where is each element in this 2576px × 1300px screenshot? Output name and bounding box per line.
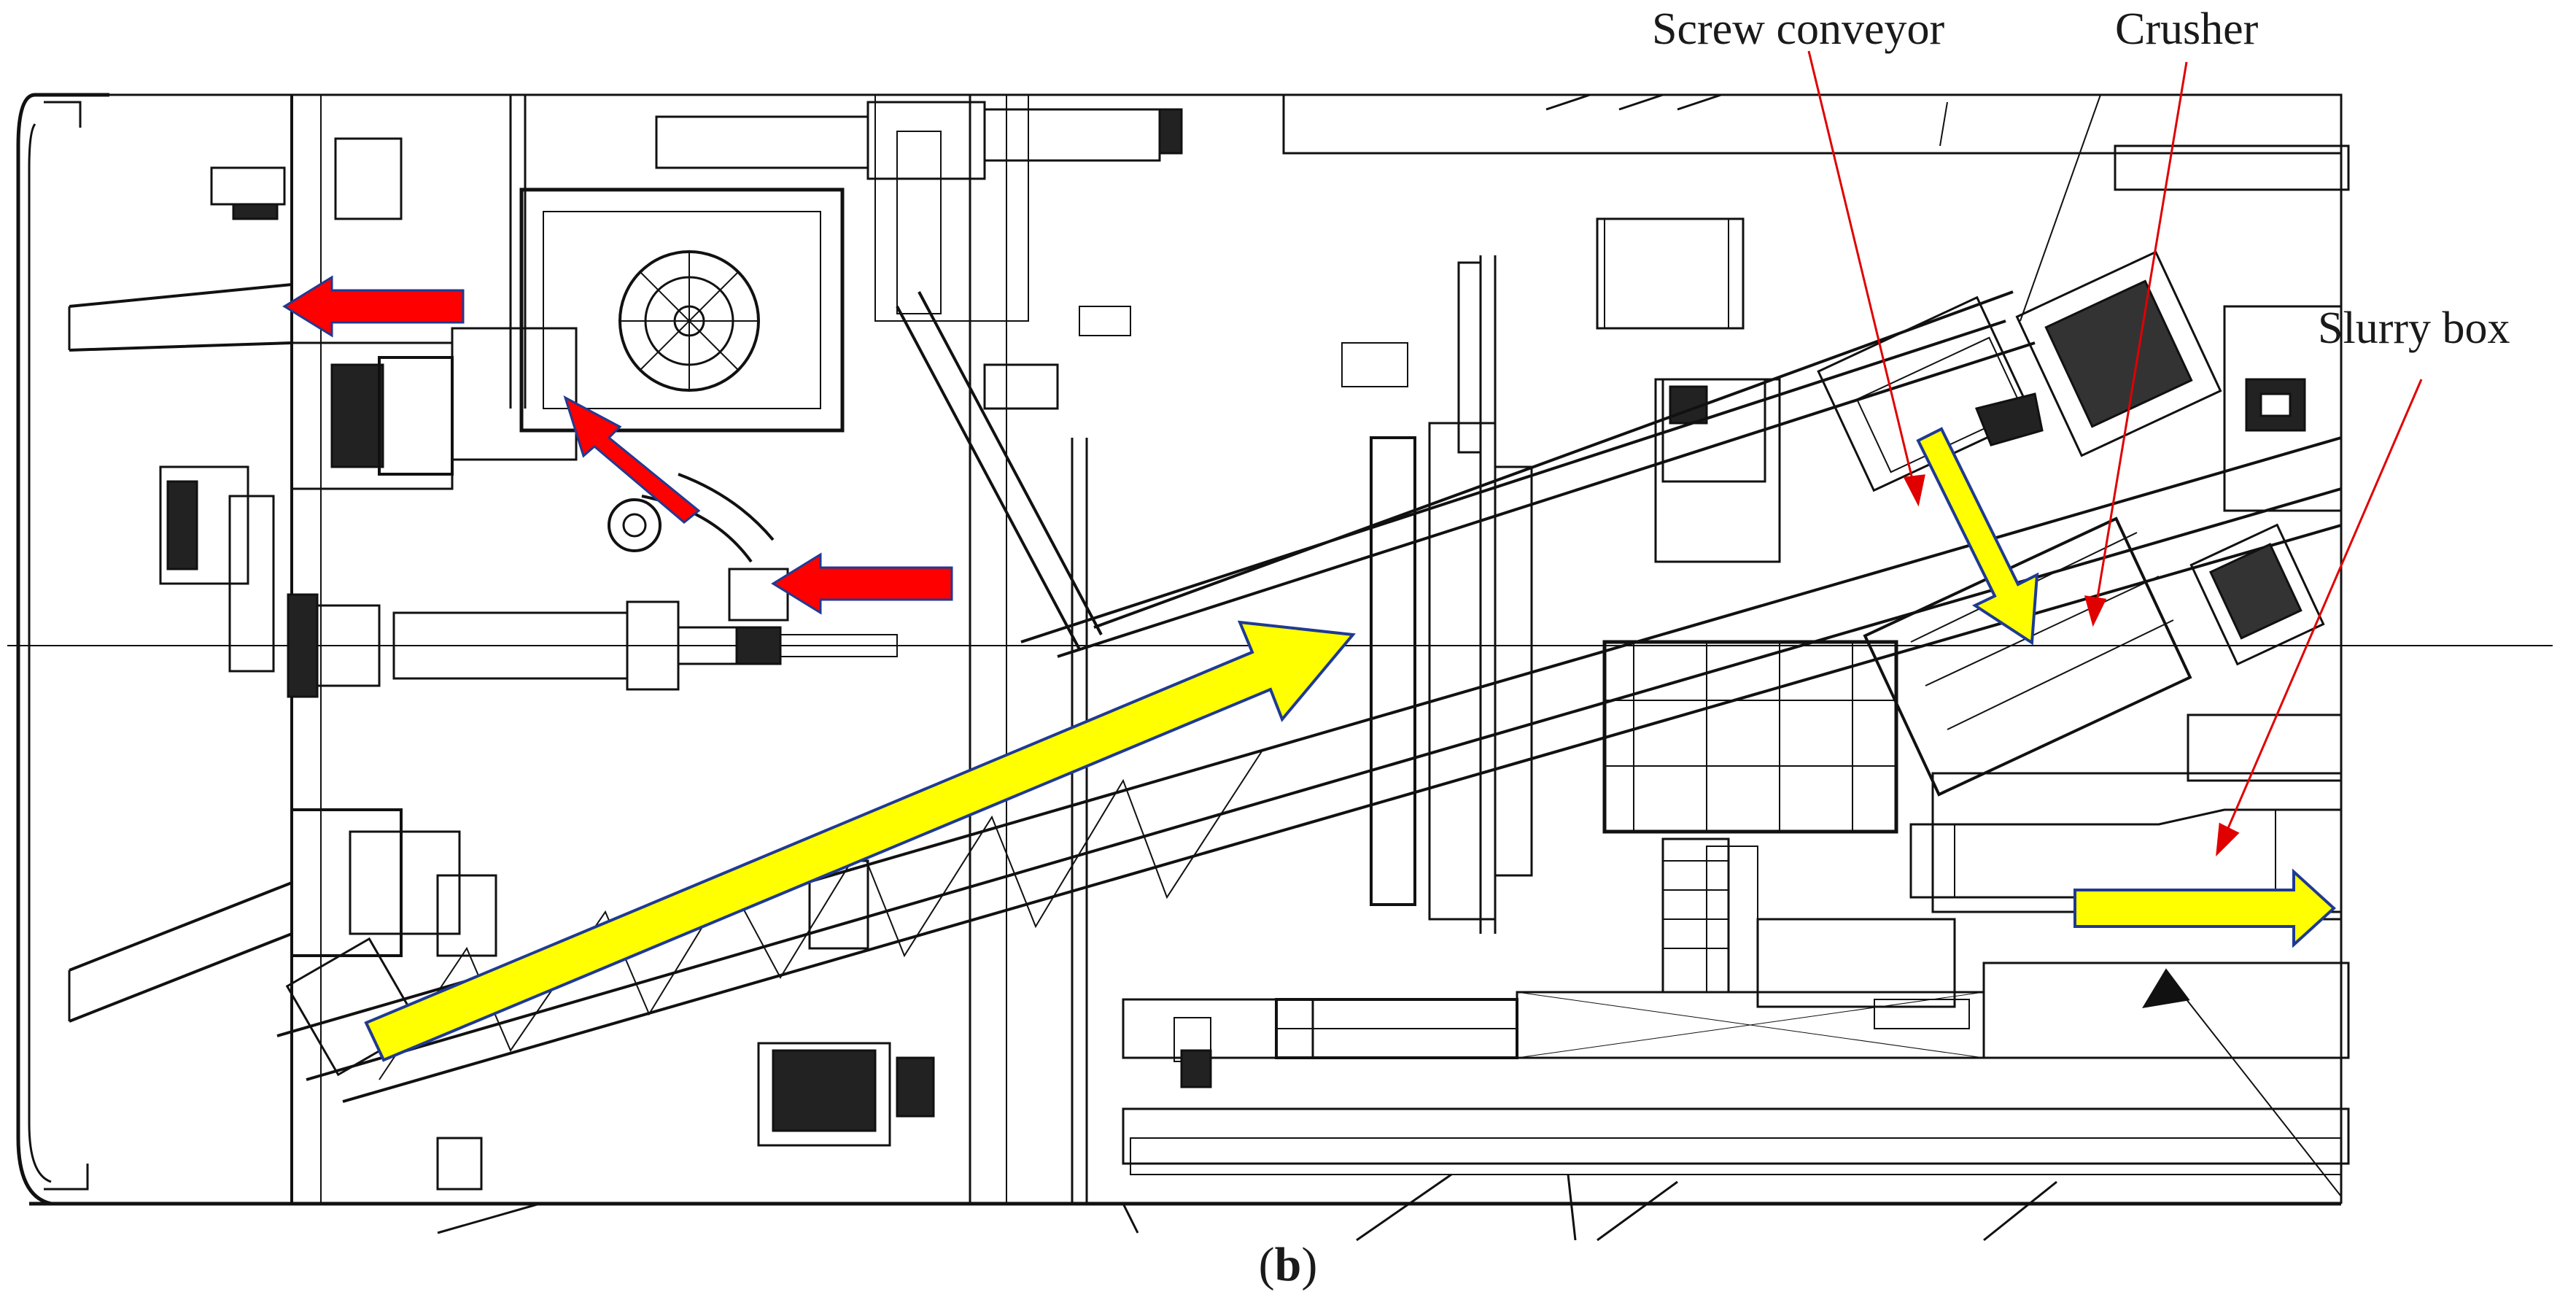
leader-slurry-box — [2216, 379, 2423, 854]
figure-caption: (b) — [1259, 1238, 1318, 1291]
shield-front-outline — [16, 93, 109, 1206]
belt-conveyor-lines — [276, 436, 2342, 1103]
label-slurry-box: Slurry box — [2318, 303, 2510, 353]
flow-arrow-screw-conveyor — [1916, 427, 2039, 646]
caption-letter: b — [1275, 1238, 1302, 1291]
flow-arrow-red-right — [771, 552, 953, 615]
leader-screw-conveyor-head — [1903, 474, 1925, 507]
flow-arrow-slurry-discharge — [2073, 868, 2336, 948]
leader-screw-conveyor — [1807, 50, 1920, 504]
machine-drawing — [7, 93, 2553, 1242]
leader-crusher-head — [2084, 595, 2107, 627]
flow-arrow-belt-conveyor — [364, 620, 1356, 1062]
label-crusher: Crusher — [2115, 4, 2259, 54]
leader-slurry-box-head — [2216, 822, 2240, 857]
caption-close-paren: ) — [1301, 1238, 1317, 1291]
flow-arrow-red-top — [282, 275, 465, 338]
leader-crusher — [2092, 61, 2188, 624]
material-flow-arrows — [282, 275, 2336, 1062]
screw-conveyor-lines — [1020, 290, 2036, 658]
caption-open-paren: ( — [1259, 1238, 1275, 1291]
label-screw-conveyor: Screw conveyor — [1652, 4, 1944, 54]
callout-leaders — [1807, 50, 2423, 857]
callout-labels: Screw conveyor Crusher Slurry box — [1652, 4, 2510, 353]
flow-arrow-red-diagonal — [563, 395, 701, 524]
